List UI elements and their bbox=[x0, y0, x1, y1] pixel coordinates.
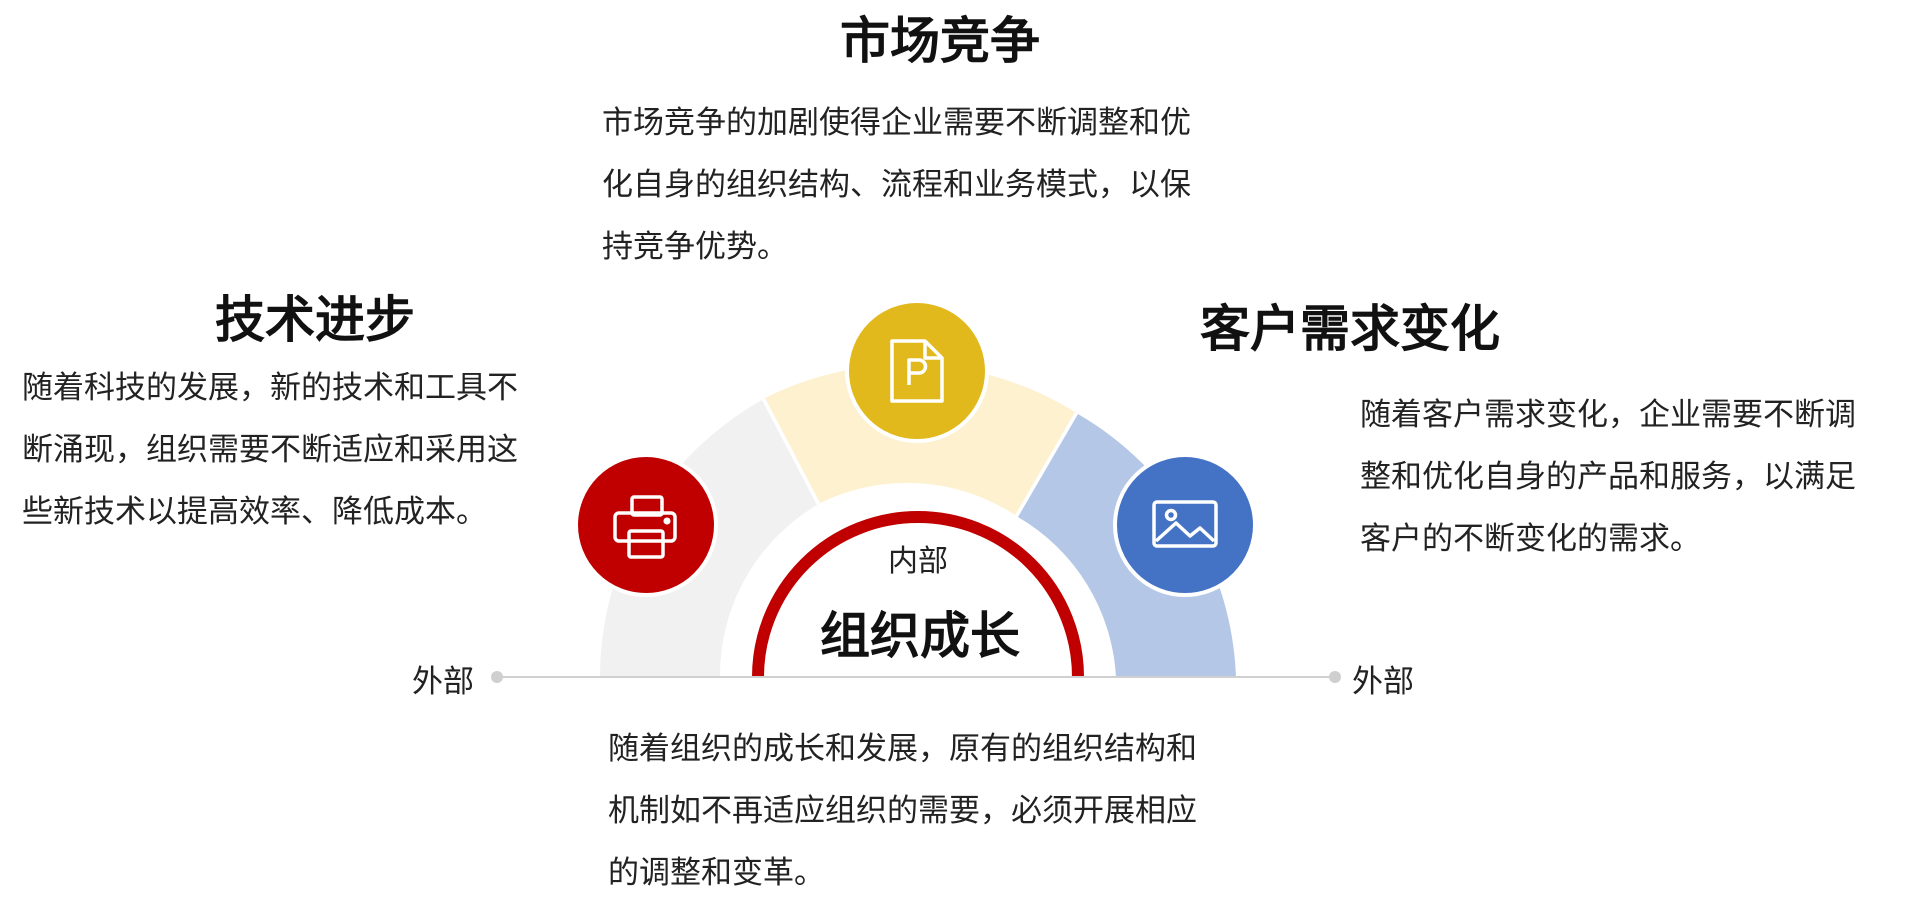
desc-line: 化自身的组织结构、流程和业务模式，以保 bbox=[602, 167, 1191, 203]
printer-icon-circle bbox=[574, 453, 718, 597]
customer-demand-title: 客户需求变化 bbox=[1200, 300, 1500, 358]
desc-line: 市场竞争的加剧使得企业需要不断调整和优 bbox=[602, 105, 1191, 141]
axis-left-label: 外部 bbox=[412, 664, 474, 700]
desc-line: 随着科技的发展，新的技术和工具不 bbox=[22, 370, 518, 406]
technology-progress-title: 技术进步 bbox=[215, 291, 415, 349]
desc-line: 整和优化自身的产品和服务，以满足 bbox=[1360, 459, 1856, 495]
market-competition-desc: 市场竞争的加剧使得企业需要不断调整和优 化自身的组织结构、流程和业务模式，以保 … bbox=[602, 92, 1191, 278]
inner-red-arc bbox=[752, 511, 1084, 678]
axis-right-dot bbox=[1329, 671, 1341, 683]
image-icon-circle bbox=[1113, 453, 1257, 597]
desc-line: 随着组织的成长和发展，原有的组织结构和 bbox=[608, 731, 1197, 767]
document-icon-circle bbox=[845, 299, 989, 443]
organization-growth-title: 组织成长 bbox=[820, 607, 1020, 665]
axis-right-label: 外部 bbox=[1352, 664, 1414, 700]
technology-progress-desc: 随着科技的发展，新的技术和工具不 断涌现，组织需要不断适应和采用这 些新技术以提… bbox=[22, 357, 518, 543]
image-icon bbox=[1152, 500, 1218, 548]
desc-line: 些新技术以提高效率、降低成本。 bbox=[22, 494, 487, 530]
axis-left-dot bbox=[491, 671, 503, 683]
document-p-icon bbox=[890, 339, 944, 403]
inner-white-ring bbox=[733, 492, 1103, 677]
desc-line: 客户的不断变化的需求。 bbox=[1360, 521, 1701, 557]
customer-demand-desc: 随着客户需求变化，企业需要不断调 整和优化自身的产品和服务，以满足 客户的不断变… bbox=[1360, 384, 1856, 570]
desc-line: 随着客户需求变化，企业需要不断调 bbox=[1360, 397, 1856, 433]
desc-line: 断涌现，组织需要不断适应和采用这 bbox=[22, 432, 518, 468]
market-competition-title: 市场竞争 bbox=[840, 12, 1040, 70]
printer-icon bbox=[613, 495, 677, 559]
desc-line: 的调整和变革。 bbox=[608, 855, 825, 891]
desc-line: 机制如不再适应组织的需要，必须开展相应 bbox=[608, 793, 1197, 829]
desc-line: 持竞争优势。 bbox=[602, 229, 788, 265]
inner-label: 内部 bbox=[888, 544, 948, 579]
organization-growth-desc: 随着组织的成长和发展，原有的组织结构和 机制如不再适应组织的需要，必须开展相应 … bbox=[608, 718, 1197, 904]
